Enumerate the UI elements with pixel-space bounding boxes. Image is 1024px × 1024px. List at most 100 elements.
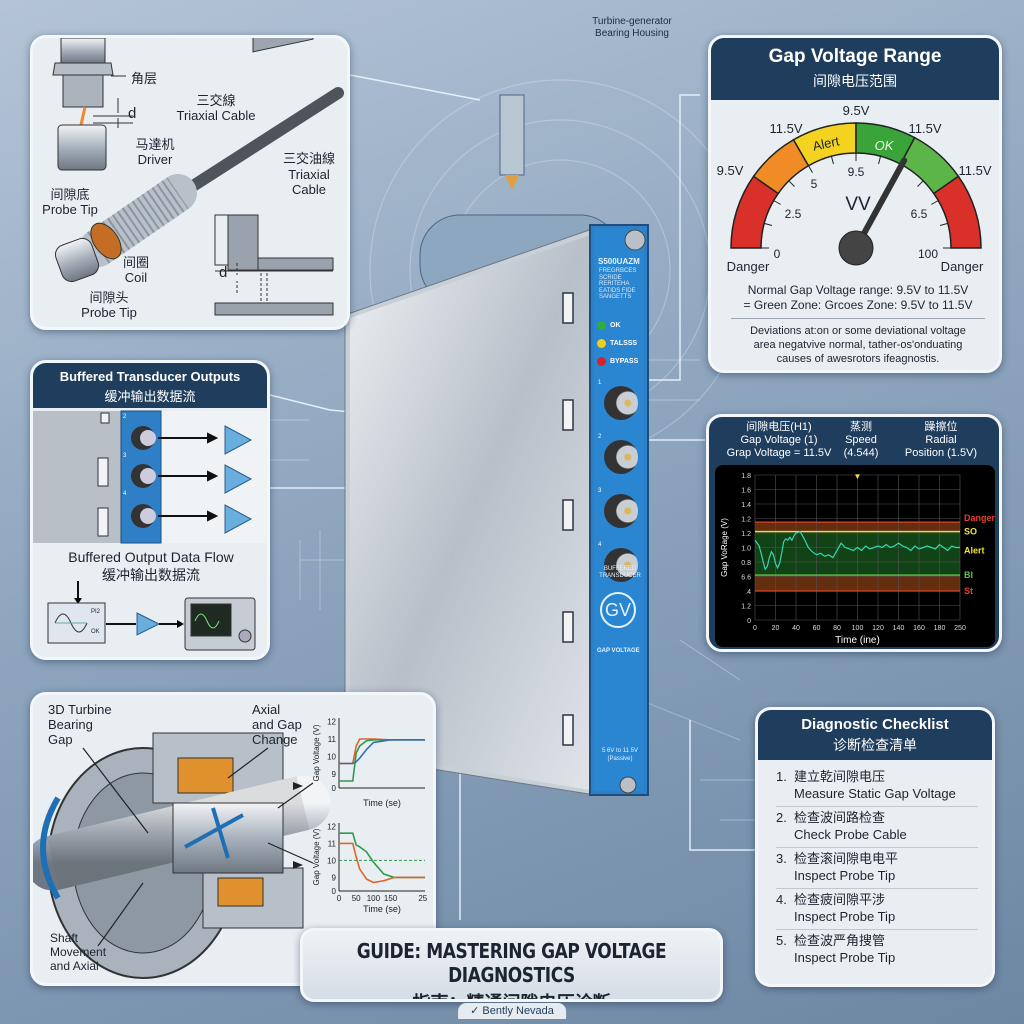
channel-4: 4 — [123, 491, 127, 497]
y-axis-label: Gap Voltage (V) — [312, 724, 321, 781]
x-tick-label: 120 — [872, 625, 884, 632]
led-label: TALSSS — [610, 339, 638, 347]
gap-change-chart-2: 09101112050100150250Time (se)Gap Voltage… — [312, 822, 427, 914]
gauge-tick — [931, 200, 939, 205]
gauge-tick — [917, 180, 924, 187]
scope-header-l1: Radial — [925, 434, 957, 446]
zone-ok-label: OK — [874, 138, 894, 153]
x-tick-label: 250 — [418, 894, 427, 903]
y-tick-label: 1.8 — [741, 473, 751, 480]
checklist-header: Diagnostic Checklist 诊断检查清单 — [758, 710, 992, 760]
deviation-line3: causes of awesrotors ifeagnostis. — [776, 353, 940, 365]
item-en: Inspect Probe Tip — [794, 867, 896, 883]
label-gap-d2: d — [219, 264, 228, 281]
x-tick-label: 20 — [772, 625, 780, 632]
housing-label-1: Turbine-generator — [592, 16, 672, 27]
scope-header-l2: Position (1.5V) — [904, 447, 978, 459]
channel-2: 2 — [123, 414, 127, 420]
y-axis-label: Gap Voltage (V) — [312, 828, 321, 885]
series-green — [339, 832, 425, 879]
gauge-label-left: 9.5V — [716, 163, 744, 178]
gauge-unit: VV — [845, 194, 871, 215]
gauge-hub — [838, 230, 874, 266]
led-indicator-icon — [597, 356, 606, 366]
threshold-label: BI — [964, 570, 973, 580]
title-banner: GUIDE: MASTERING GAP VOLTAGE DIAGNOSTICS… — [300, 928, 723, 1002]
x-tick-label: 40 — [792, 625, 800, 632]
led-label: BYPASS — [610, 357, 639, 365]
threshold-label: Alert — [964, 545, 985, 555]
item-en: Inspect Probe Tip — [794, 949, 896, 965]
x-tick-label: 150 — [384, 894, 398, 903]
item-cn: 检查滚间隙电电平 — [794, 851, 899, 866]
y-tick-label: 0 — [332, 784, 337, 793]
normal-range-line1: Normal Gap Voltage range: 9.5V to 11.5V — [747, 283, 969, 297]
y-axis-label: Gap VoRage (V) — [720, 518, 729, 577]
gauge-tick — [764, 222, 773, 226]
brand-logo: ✓ Bently Nevada — [458, 1003, 566, 1020]
module-model: S500UAZM — [598, 257, 640, 266]
gauge-tick-center: 9.5 — [847, 165, 865, 179]
label-shaft-1: Shaft — [50, 931, 79, 945]
deviation-line2: area negatvive normal, tather-os'onduati… — [753, 339, 963, 351]
item-cn: 检查疲间隙平涉 — [794, 892, 886, 907]
x-tick-label: 60 — [813, 625, 821, 632]
label-bearing-gap-2: Bearing — [48, 716, 93, 732]
label-gap-d: d — [128, 105, 137, 122]
x-tick-label: 140 — [893, 625, 905, 632]
buffered-title-cn: 缓冲输出数据流 — [104, 389, 196, 404]
y-tick-label: 11 — [328, 735, 337, 744]
flow-title: Buffered Output Data Flow — [68, 549, 234, 565]
buffered-outputs-panel: Buffered Transducer Outputs 缓冲输出数据流 2 3 … — [30, 360, 270, 660]
signal-box-l2: OK — [91, 629, 100, 635]
gauge-tick — [830, 156, 834, 165]
banner-subtitle: 指南：精通间隙电压诊断 — [303, 989, 720, 999]
buffered-illustration — [33, 410, 267, 651]
y-tick-label: 1.4 — [741, 502, 751, 509]
scope-header-l2: Grap Voltage = 11.5V — [726, 447, 832, 459]
y-tick-label: 1.6 — [741, 488, 751, 495]
label-driver-en: Driver — [137, 152, 173, 167]
label-tip1-cn: 间隙底 — [50, 187, 90, 202]
series-green — [339, 739, 425, 782]
range-sub: (Passive) — [607, 756, 633, 762]
scope-header-cn: 躁擦位 — [924, 421, 958, 433]
y-tick-label: 9 — [332, 770, 337, 779]
y-tick-label: 1.0 — [741, 546, 751, 553]
scope-header-cn: 蒸测 — [850, 421, 872, 433]
range-label: 5 6V to 11 5V — [602, 748, 638, 754]
buffered-header: Buffered Transducer Outputs 缓冲输出数据流 — [33, 363, 267, 408]
gauge-tick — [808, 165, 813, 173]
normal-range-line2: = Green Zone: Grcoes Zone: 9.5V to 11.5V — [743, 298, 973, 312]
item-number: 4. — [776, 892, 787, 907]
gauge-title: Gap Voltage Range — [768, 46, 942, 67]
gauge-tick — [878, 156, 882, 165]
y-tick-label: 11 — [328, 839, 337, 848]
scope-panel: 间隙电压(H1)Gap Voltage (1)Grap Voltage = 11… — [706, 414, 1002, 652]
gauge-header: Gap Voltage Range 间隙电压范围 — [711, 38, 999, 100]
led-indicator-icon — [597, 338, 606, 348]
y-tick-label: 10 — [327, 856, 336, 865]
label-shaft-3: and Axial — [50, 958, 99, 973]
danger-right-label: Danger — [940, 259, 984, 274]
y-tick-label: 12 — [327, 822, 336, 831]
gap-voltage-chart: 001.220.4406.6600.8801.01001.21201.21401… — [715, 465, 995, 647]
gauge-title-cn: 间隙电压范围 — [813, 73, 897, 89]
series-red — [339, 842, 425, 884]
scope-header-cn: 间隙电压(H1) — [746, 421, 812, 433]
x-tick-label: 0 — [753, 625, 757, 632]
gauge-label-upper-right: 11.5V — [908, 121, 942, 136]
module-info-line: SCRIDE — [599, 274, 622, 281]
y-tick-label: 0 — [332, 887, 337, 896]
y-tick-label: 6.6 — [741, 575, 751, 582]
led-1: TALSSS — [597, 334, 638, 352]
gauge-tick-0: 0 — [773, 247, 781, 261]
y-tick-label: .4 — [745, 589, 751, 596]
